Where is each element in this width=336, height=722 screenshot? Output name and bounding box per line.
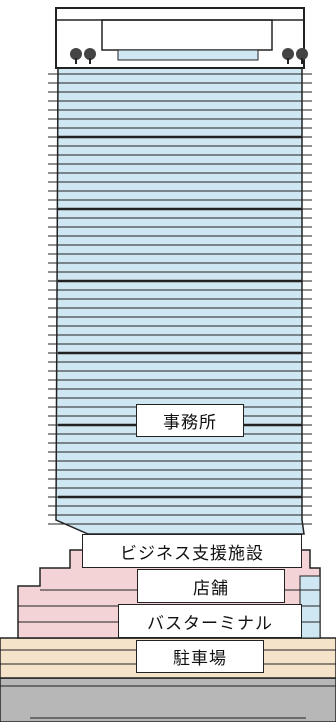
basement-slab [0, 677, 336, 722]
office-label: 事務所 [136, 404, 244, 437]
shops-label: 店舗 [137, 569, 285, 603]
bus-terminal-glass [299, 575, 321, 639]
tower-side-ticks [48, 73, 312, 525]
tower-floor-lines [58, 73, 302, 525]
crown-box [101, 19, 273, 51]
crown-step [117, 49, 259, 61]
tree-icon [70, 48, 96, 64]
bus-terminal-label: バスターミナル [118, 604, 302, 638]
parking-label: 駐車場 [136, 640, 264, 673]
business-support-label: ビジネス支援施設 [82, 534, 302, 568]
tree-icon [282, 48, 308, 64]
